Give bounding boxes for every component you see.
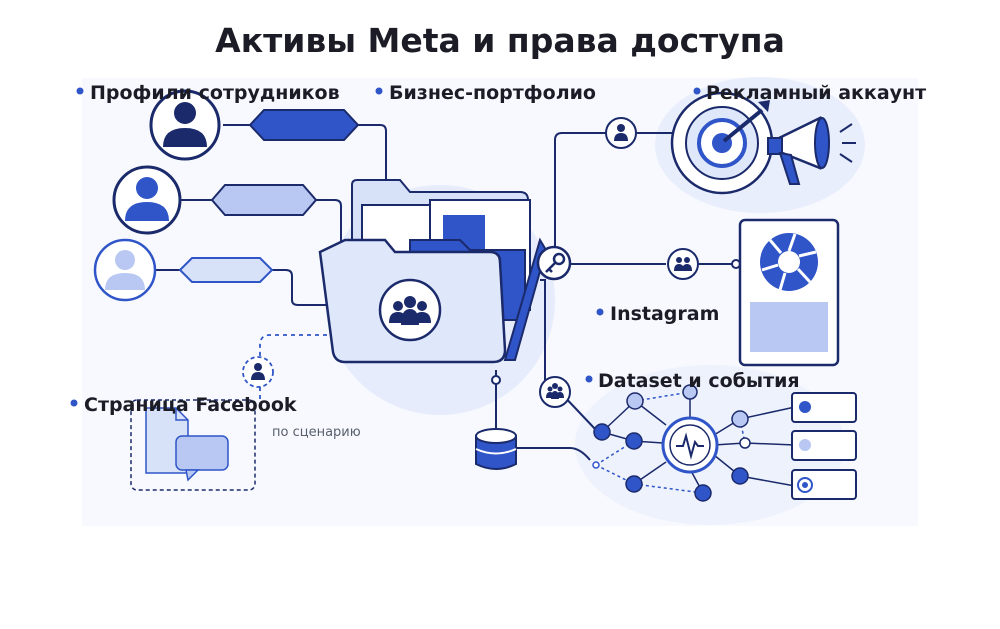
pulse-icon — [661, 416, 719, 474]
key-icon — [536, 245, 572, 281]
label-scenario: по сценарию — [272, 425, 361, 440]
label-bullet — [76, 87, 84, 95]
profile-tag-2 — [210, 184, 318, 216]
profile-avatar-3 — [93, 238, 157, 302]
facebook-connector — [259, 334, 335, 400]
event-row-1 — [791, 392, 857, 423]
profile-avatar-2 — [112, 165, 182, 235]
profile-tag-3 — [178, 257, 274, 283]
facebook-page-icon — [130, 399, 256, 491]
label-bullet — [375, 87, 383, 95]
label-facebook: Страница Facebook — [84, 394, 297, 416]
instagram-card — [738, 218, 840, 367]
event-row-2 — [791, 430, 857, 461]
label-bullet — [585, 375, 593, 383]
business-folder-icon — [318, 179, 548, 364]
label-adaccount: Рекламный аккаунт — [706, 82, 926, 104]
label-bullet — [693, 87, 701, 95]
page-title: Активы Meta и права доступа — [215, 21, 785, 60]
label-instagram: Instagram — [610, 303, 719, 325]
dataset-access-icon — [539, 376, 571, 408]
label-bullet — [70, 399, 78, 407]
event-row-3 — [791, 469, 857, 500]
database-icon — [475, 428, 517, 470]
label-dataset: Dataset и события — [598, 370, 800, 392]
user-access-icon — [605, 117, 637, 149]
event-network — [592, 384, 796, 502]
profile-avatar-1 — [149, 89, 221, 161]
label-bullet — [596, 308, 604, 316]
folder-node — [491, 375, 501, 385]
target-icon — [670, 91, 774, 195]
connectors — [152, 124, 740, 461]
label-profiles: Профили сотрудников — [90, 82, 340, 104]
group-access-icon — [667, 248, 699, 280]
megaphone-icon — [767, 115, 856, 185]
facebook-access-icon — [242, 356, 274, 388]
profile-tag-1 — [248, 109, 360, 141]
label-business: Бизнес-портфолио — [389, 82, 596, 104]
labels: Профили сотрудников Бизнес-портфолио Рек… — [70, 82, 926, 440]
